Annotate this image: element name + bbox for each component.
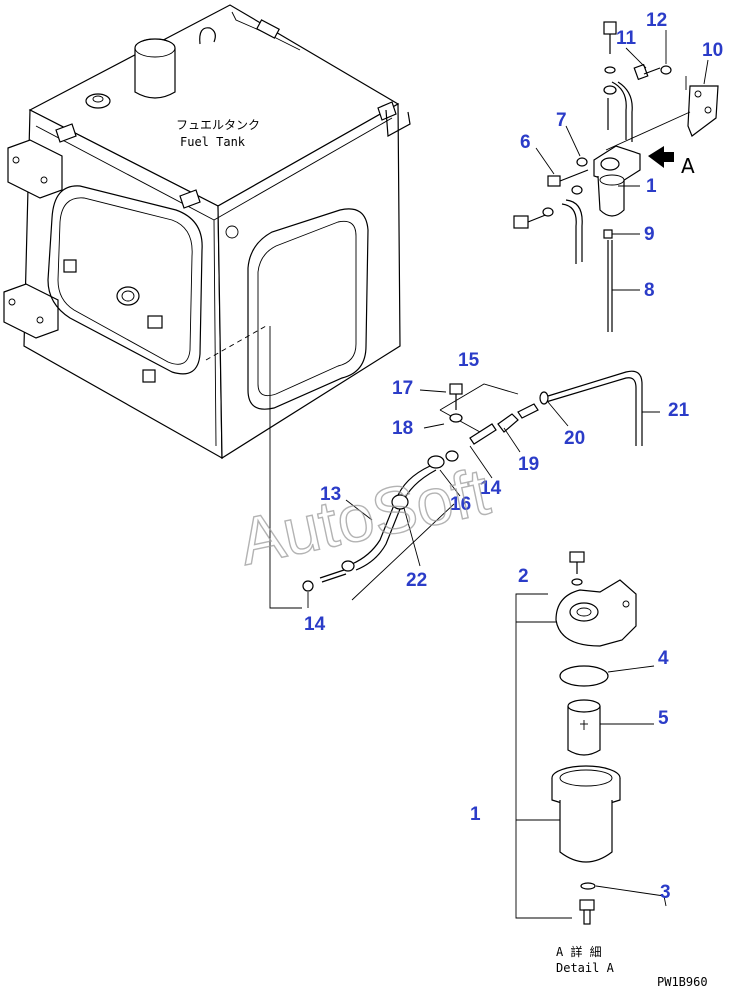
tank-right-window bbox=[247, 208, 369, 410]
view-a-arrow bbox=[648, 146, 674, 168]
fuel-tank bbox=[3, 4, 411, 460]
callout-9: 9 bbox=[644, 224, 655, 245]
callout-17: 17 bbox=[392, 378, 413, 399]
top-cap bbox=[85, 93, 111, 109]
callout-20: 20 bbox=[564, 428, 585, 449]
callout-16: 16 bbox=[450, 494, 471, 515]
callout-12: 12 bbox=[646, 10, 667, 31]
lifting-hook bbox=[199, 27, 216, 45]
o-ring bbox=[559, 665, 609, 687]
tank-right-face bbox=[217, 102, 401, 460]
callout-21: 21 bbox=[668, 400, 690, 421]
filler-neck bbox=[134, 38, 176, 99]
filter-assembly-top bbox=[513, 21, 719, 332]
filter-element bbox=[567, 699, 654, 756]
callout-7: 7 bbox=[556, 110, 567, 131]
callout-18: 18 bbox=[392, 418, 413, 439]
callout-6: 6 bbox=[520, 132, 531, 153]
detail-label-en: Detail A bbox=[556, 961, 615, 975]
callouts: 1 1 2 3 4 5 6 7 8 9 10 11 12 13 14 14 15… bbox=[304, 10, 723, 903]
bracket-plate bbox=[687, 85, 719, 137]
callout-leaders-upper bbox=[535, 30, 709, 291]
drawing-code: PW1B960 bbox=[657, 975, 708, 988]
tank-label-en: Fuel Tank bbox=[180, 135, 246, 149]
detail-label-jp: A 詳 細 bbox=[556, 944, 602, 959]
callout-13: 13 bbox=[320, 484, 341, 505]
filter-bowl bbox=[551, 765, 621, 863]
callout-3: 3 bbox=[660, 882, 671, 903]
callout-14-upper: 14 bbox=[480, 478, 502, 499]
tank-label-jp: フュエルタンク bbox=[176, 118, 260, 132]
callout-22: 22 bbox=[406, 570, 427, 591]
callout-8: 8 bbox=[644, 280, 655, 301]
watermark: AutoSoft bbox=[232, 454, 495, 579]
callout-1-detail: 1 bbox=[470, 804, 481, 825]
callout-4: 4 bbox=[658, 648, 669, 669]
left-brackets bbox=[3, 139, 63, 339]
callout-5: 5 bbox=[658, 708, 669, 729]
callout-19: 19 bbox=[518, 454, 539, 475]
callout-14-lower: 14 bbox=[304, 614, 326, 635]
callout-15: 15 bbox=[458, 350, 480, 371]
tank-front-window bbox=[47, 185, 203, 383]
callout-10: 10 bbox=[702, 40, 723, 61]
callout-2: 2 bbox=[518, 566, 529, 587]
detail-a-filter bbox=[515, 551, 667, 925]
callout-11: 11 bbox=[616, 28, 637, 49]
view-marker: A bbox=[681, 154, 695, 178]
pipe-assembly bbox=[302, 370, 660, 608]
callout-1-top: 1 bbox=[646, 176, 657, 197]
